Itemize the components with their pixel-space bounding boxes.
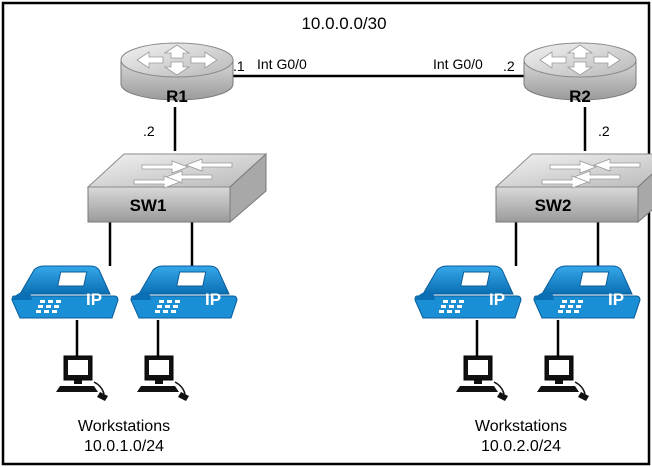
r1-lan-address: .2	[143, 123, 155, 139]
wan-subnet-label: 10.0.0.0/30	[301, 14, 386, 33]
switch-name: SW1	[130, 196, 167, 215]
switch-icon	[87, 153, 267, 223]
r2-lan-address: .2	[598, 123, 610, 139]
switch-sw1[interactable]: SW1	[87, 153, 267, 223]
ip-phone-1[interactable]: IP	[11, 265, 119, 319]
lan2-subnet: 10.0.2.0/24	[481, 438, 561, 455]
switch-name: SW2	[535, 196, 572, 215]
ip-phone-label: IP	[489, 290, 505, 309]
r2-interface-label: Int G0/0	[433, 56, 483, 72]
router-name: R1	[166, 87, 188, 106]
lan2-caption: Workstations	[475, 418, 567, 435]
ip-phone-4[interactable]: IP	[533, 265, 641, 319]
ip-phone-label: IP	[86, 290, 102, 309]
router-r2[interactable]: R2	[523, 42, 637, 106]
lan1-caption: Workstations	[78, 418, 170, 435]
ip-phone-2[interactable]: IP	[130, 265, 238, 319]
r1-link-address: .1	[233, 58, 245, 74]
r1-interface-label: Int G0/0	[257, 56, 307, 72]
router-r1[interactable]: R1	[120, 42, 234, 106]
lan1-subnet: 10.0.1.0/24	[84, 438, 164, 455]
router-name: R2	[569, 87, 591, 106]
ip-phone-label: IP	[608, 290, 624, 309]
ip-phone-3[interactable]: IP	[414, 265, 522, 319]
switch-sw2[interactable]: SW2	[495, 153, 652, 223]
r2-link-address: .2	[503, 58, 515, 74]
ip-phone-label: IP	[205, 290, 221, 309]
links	[75, 74, 600, 358]
